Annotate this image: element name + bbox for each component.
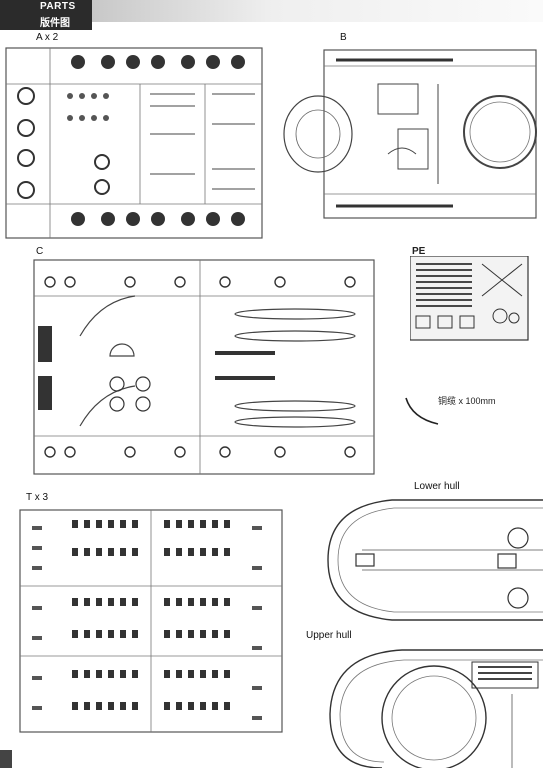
sprue-a-drawing <box>5 47 263 239</box>
sprue-t-drawing <box>19 509 283 733</box>
upper-hull-label: Upper hull <box>306 630 352 641</box>
lower-hull-drawing <box>327 499 543 621</box>
lower-hull-label: Lower hull <box>414 481 460 492</box>
header-block: PARTS 版件图 <box>0 0 92 30</box>
sprue-b-drawing <box>283 49 537 219</box>
page-corner-marker <box>0 750 12 768</box>
sprue-c-label: C <box>36 246 44 257</box>
sprue-pe-label: PE <box>412 246 426 257</box>
header-title-cn: 版件图 <box>40 18 70 29</box>
sprue-a-label: A x 2 <box>36 32 59 43</box>
sprue-b-label: B <box>340 32 347 43</box>
sprue-c-drawing <box>33 259 375 475</box>
header-gradient-bar <box>92 0 543 22</box>
upper-hull-drawing <box>329 649 543 768</box>
header-title-en: PARTS <box>40 1 76 12</box>
sprue-t-label: T x 3 <box>26 492 49 503</box>
pe-sheet-drawing <box>410 256 529 341</box>
copper-wire-icon <box>405 397 439 425</box>
copper-wire-label: 铜缆 x 100mm <box>438 396 496 406</box>
